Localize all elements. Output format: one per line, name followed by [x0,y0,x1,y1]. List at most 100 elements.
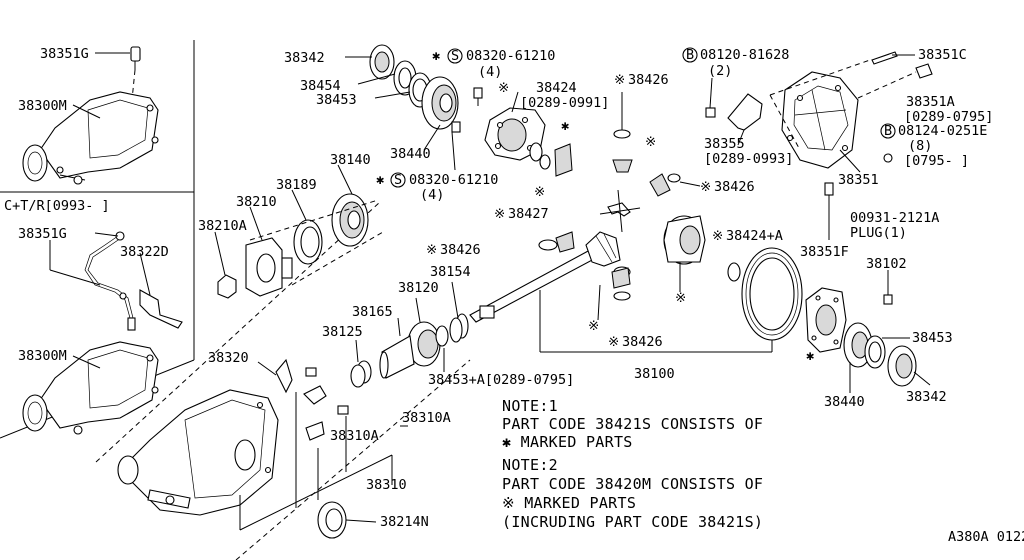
plug-38351F [824,182,834,196]
bolt-38310A-a [305,367,317,377]
bearing-38120 [407,321,441,367]
label-08320-top: 08320-61210 [466,48,555,64]
washer-small-b [539,154,551,170]
note1-line2: ✱ MARKED PARTS [502,433,633,451]
note2-line3: (INCRUDING PART CODE 38421S) [502,513,763,531]
kome-mark-38426-b: ※ [700,179,711,195]
label-38426-a: 38426 [628,72,669,88]
s-circle-icon-bottom [390,172,406,188]
washer-small-a [529,142,543,162]
label-00931: 00931-2121A [850,210,939,226]
label-38100: 38100 [634,366,675,382]
label-38351: 38351 [838,172,879,188]
washer-38424A [727,262,741,282]
label-38102: 38102 [866,256,907,272]
label-08120-qty: (2) [708,63,732,79]
label-08124: 08124-0251E [898,123,987,139]
bolt-08320-bottom [451,121,461,133]
note2-line1: PART CODE 38420M CONSISTS OF [502,475,763,493]
label-38300M-top: 38300M [18,98,67,114]
pinion-gear-38426-b [649,173,671,197]
b-circle-icon-08124 [880,123,896,139]
label-08124-range: [0795- ] [904,153,969,169]
label-38154: 38154 [430,264,471,280]
washer-38426-c [538,239,558,251]
bearing-38440-top [421,76,459,130]
note1-title: NOTE:1 [502,397,558,415]
label-38342-right: 38342 [906,389,947,405]
label-08320-top-qty: (4) [478,64,502,80]
bolt-38102 [883,270,893,305]
kome-mark-38427: ※ [494,206,505,222]
drive-pinion-38100 [469,231,621,323]
washer-38426-e [613,291,631,301]
side-gear-a [554,143,573,177]
label-38322D: 38322D [120,244,169,260]
label-38120: 38120 [398,280,439,296]
breather-38351C [871,51,898,65]
washer-38426-b [667,173,681,183]
bolt-08320-top [473,87,483,106]
kome-mark-38426-c: ※ [426,242,437,258]
s-circle-letter-bottom: S [394,172,402,188]
bearing-38342-top [369,44,395,80]
label-38426-b: 38426 [714,179,755,195]
label-38453-top: 38453 [316,92,357,108]
ring-gear [741,247,803,341]
cap-38310A [303,385,327,441]
b-circle-letter-08124: B [884,123,892,139]
bolt-08120 [705,107,716,118]
label-38351F: 38351F [800,244,849,260]
label-08124-qty: (8) [908,138,932,154]
label-38454: 38454 [300,78,341,94]
pinion-gear-38426-c [555,231,575,253]
bolt-38310A-b [337,405,349,415]
label-38424A: 38424+A [726,228,783,244]
pinion-gear-38426-d [611,267,631,289]
label-38210: 38210 [236,194,277,210]
star-mark-08320-top: ✱ [432,48,440,64]
label-08320-bottom-qty: (4) [420,187,444,203]
rear-cover-38351 [781,71,859,169]
ring-38453A [435,325,449,347]
label-38351G-bottom: 38351G [18,226,67,242]
diff-case-38424A [663,215,706,265]
kome-mark-pinion-d: ※ [588,318,599,334]
label-38300M-bottom: 38300M [18,348,67,364]
label-38310A-b: 38310A [330,428,379,444]
bolt-38351A [915,63,933,79]
note1-line1: PART CODE 38421S CONSISTS OF [502,415,763,433]
label-38424-range: [0289-0991] [520,95,609,111]
diagram-code: A380A 0122 [948,529,1024,545]
label-38214N: 38214N [380,514,429,530]
label-38453A: 38453+A[0289-0795] [428,372,574,388]
spacer-38165 [379,335,415,379]
label-38210A: 38210A [198,218,247,234]
shim-38154 [449,313,469,343]
b-circle-icon-08120 [682,47,698,63]
label-38351A: 38351A [906,94,955,110]
label-38440-top: 38440 [390,146,431,162]
label-38424: 38424 [536,80,577,96]
pinion-gear-38426-a [612,159,633,173]
label-38440-right: 38440 [824,394,865,410]
kome-mark-38426-d: ※ [608,334,619,350]
label-38355-range: [0289-0993] [704,151,793,167]
label-38351G-top: 38351G [40,46,89,62]
label-38426-c: 38426 [440,242,481,258]
washer-08124 [883,153,893,163]
label-38165: 38165 [352,304,393,320]
diff-case-right [805,287,847,353]
seal-38214N [317,501,347,539]
label-38189: 38189 [276,177,317,193]
washer-38426-a [613,129,631,139]
note2-line2: ※ MARKED PARTS [502,494,636,512]
label-38453-right: 38453 [912,330,953,346]
label-38140: 38140 [330,152,371,168]
label-38355: 38355 [704,136,745,152]
nut-38210A [217,274,237,299]
gear-carrier-38310 [117,389,279,516]
bearing-38140 [331,193,369,247]
carrier-assembly-top [22,46,159,185]
